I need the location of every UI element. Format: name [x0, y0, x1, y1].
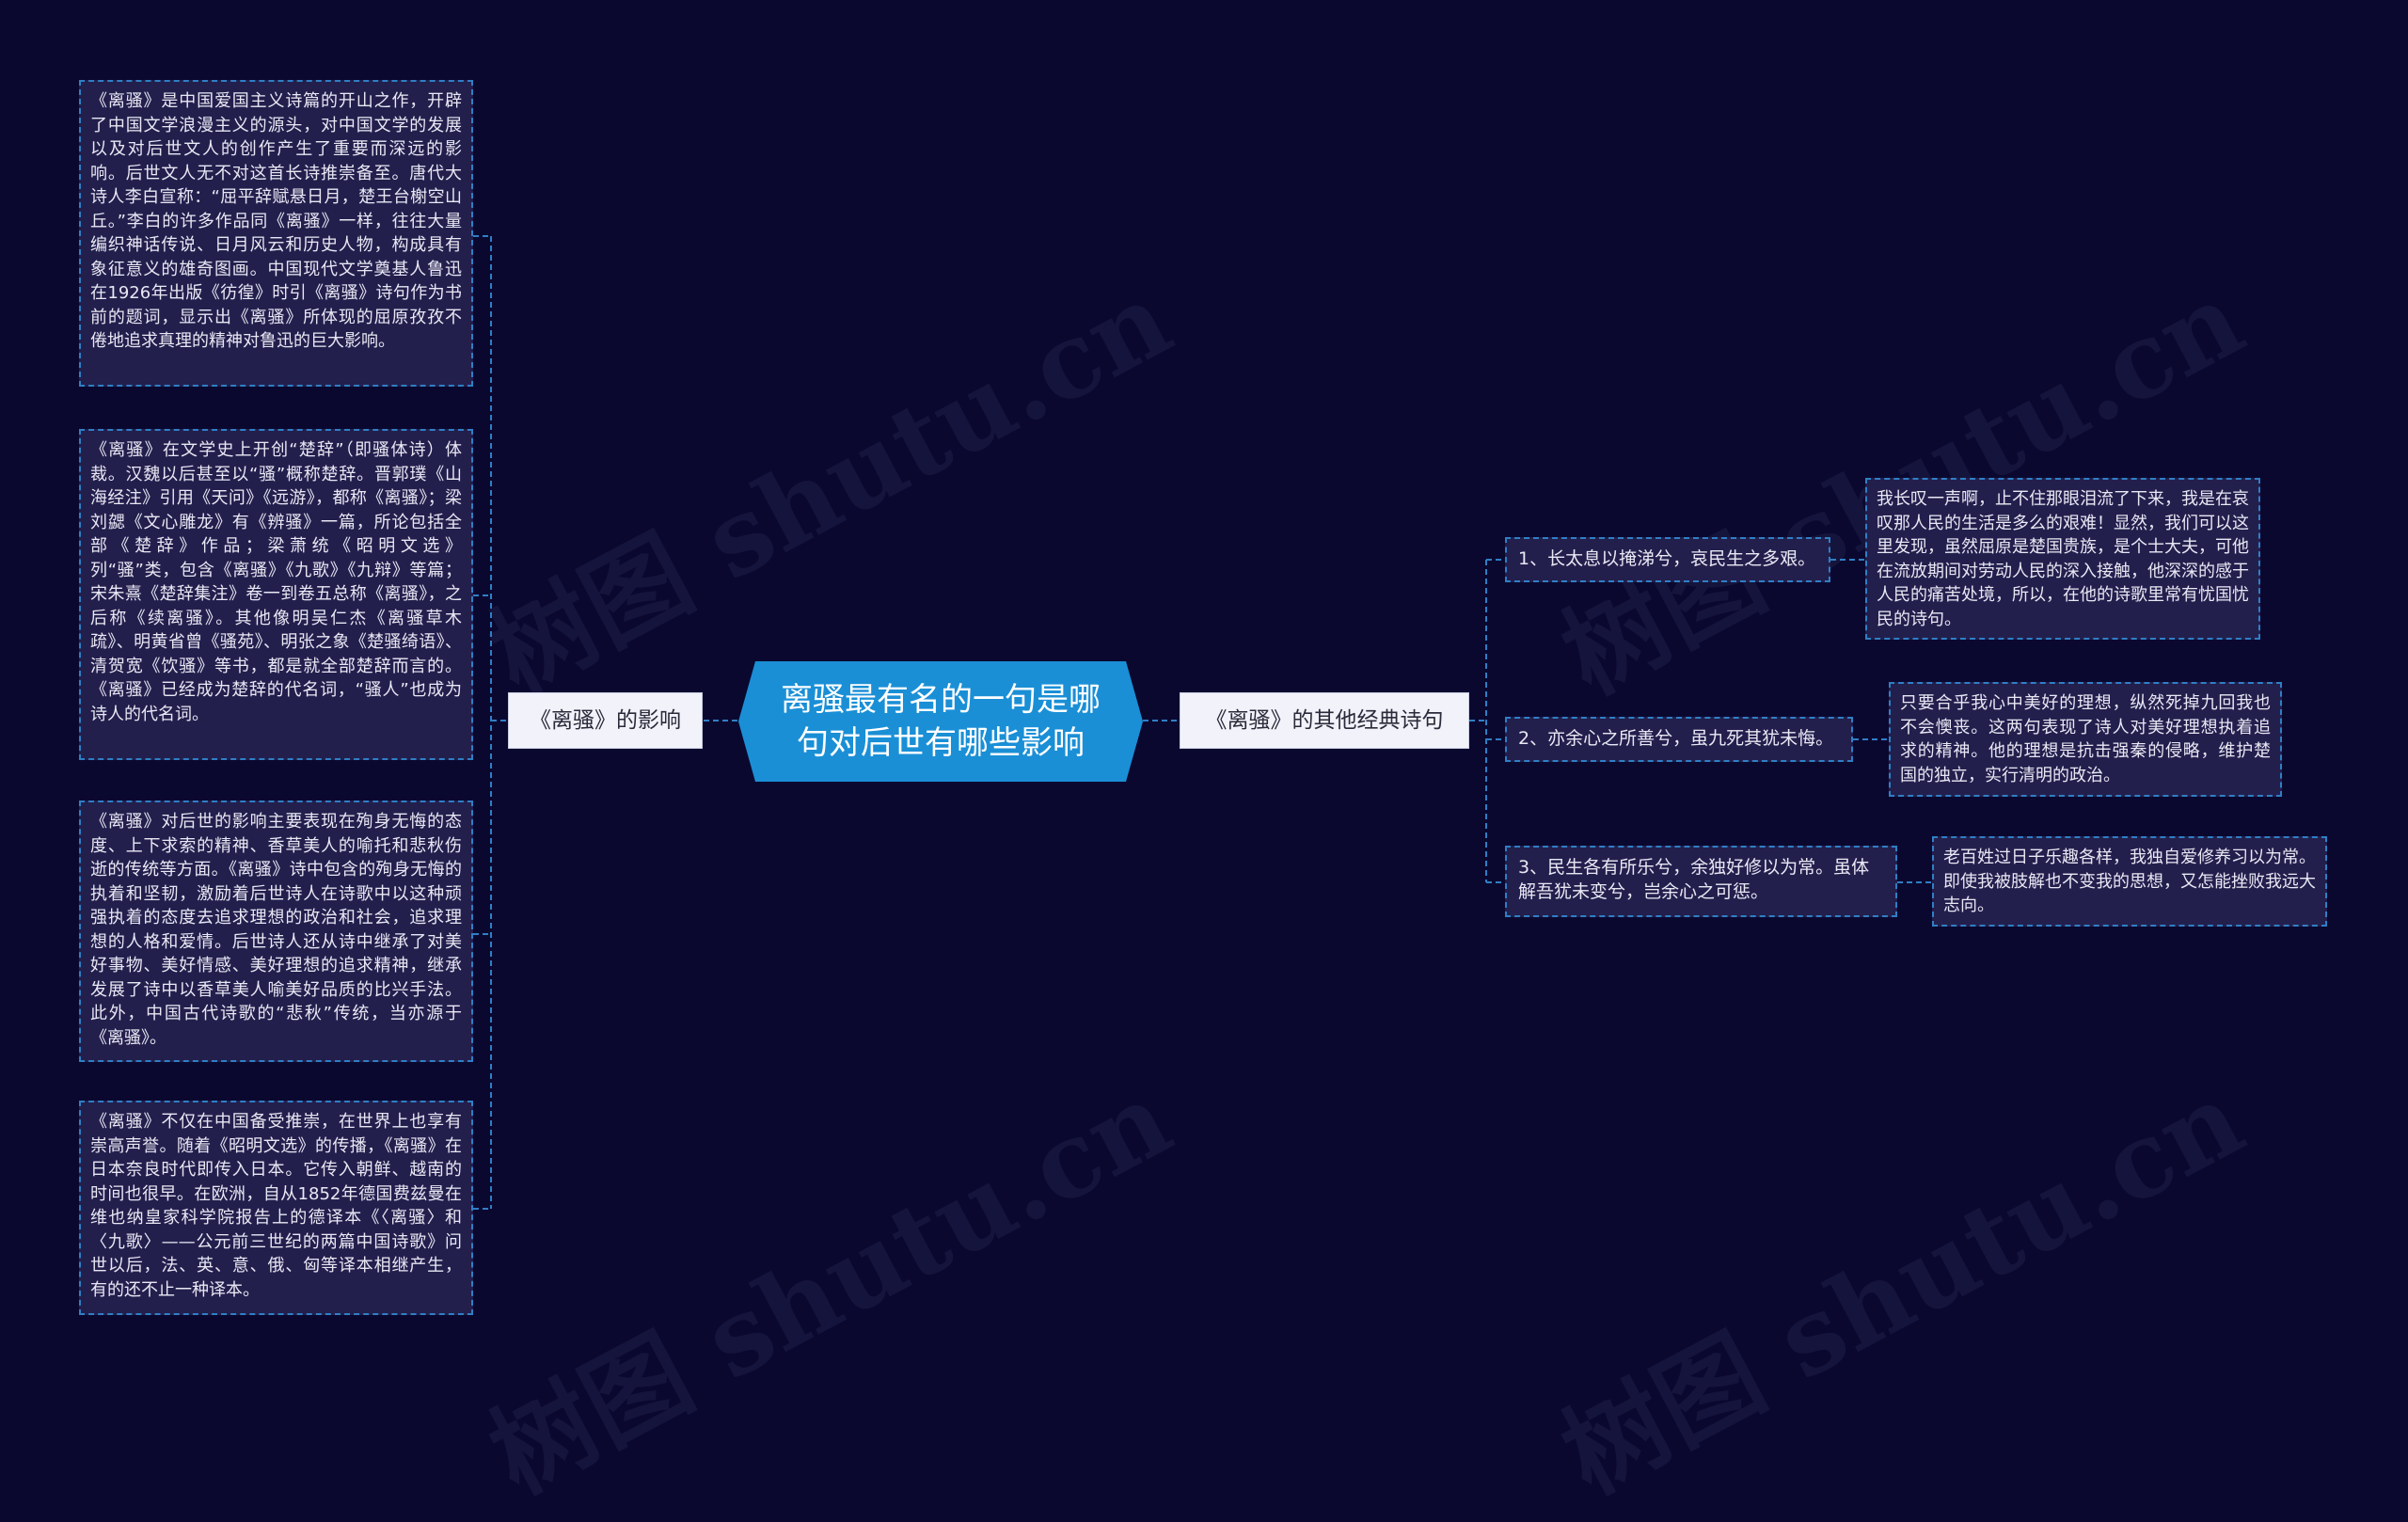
- center-topic-text: 离骚最有名的一句是哪句对后世有哪些影响: [781, 681, 1101, 762]
- connector-lines: [473, 235, 1932, 1210]
- influence-leaf-2[interactable]: 《离骚》在文学史上开创“楚辞”（即骚体诗）体裁。汉魏以后甚至以“骚”概称楚辞。晋…: [79, 429, 473, 760]
- poem-note-text: 只要合乎我心中美好的理想，纵然死掉九回我也不会懊丧。这两句表现了诗人对美好理想执…: [1900, 693, 2271, 785]
- influence-leaf-text: 《离骚》不仅在中国备受推崇，在世界上也享有崇高声誉。随着《昭明文选》的传播，《离…: [90, 1112, 462, 1300]
- influence-leaf-text: 《离骚》是中国爱国主义诗篇的开山之作，开辟了中国文学浪漫主义的源头，对中国文学的…: [90, 91, 462, 351]
- poem-note-text: 我长叹一声啊，止不住那眼泪流了下来，我是在哀叹那人民的生活是多么的艰难！显然，我…: [1877, 489, 2249, 629]
- poem-line-text: 3、民生各有所乐兮，余独好修以为常。虽体解吾犹未变兮，岂余心之可惩。: [1518, 857, 1870, 902]
- poem-line-text: 1、长太息以掩涕兮，哀民生之多艰。: [1518, 548, 1816, 569]
- poem-note-text: 老百姓过日子乐趣各样，我独自爱修养习以为常。即使我被肢解也不变我的思想，又怎能挫…: [1943, 848, 2316, 915]
- poem-note-3[interactable]: 老百姓过日子乐趣各样，我独自爱修养习以为常。即使我被肢解也不变我的思想，又怎能挫…: [1932, 836, 2327, 927]
- influence-leaf-3[interactable]: 《离骚》对后世的影响主要表现在殉身无悔的态度、上下求索的精神、香草美人的喻托和悲…: [79, 801, 473, 1062]
- influence-leaf-4[interactable]: 《离骚》不仅在中国备受推崇，在世界上也享有崇高声誉。随着《昭明文选》的传播，《离…: [79, 1101, 473, 1315]
- influence-leaf-1[interactable]: 《离骚》是中国爱国主义诗篇的开山之作，开辟了中国文学浪漫主义的源头，对中国文学的…: [79, 80, 473, 387]
- influence-leaf-text: 《离骚》在文学史上开创“楚辞”（即骚体诗）体裁。汉魏以后甚至以“骚”概称楚辞。晋…: [90, 440, 462, 724]
- poem-note-2[interactable]: 只要合乎我心中美好的理想，纵然死掉九回我也不会懊丧。这两句表现了诗人对美好理想执…: [1889, 682, 2282, 797]
- branch-influence[interactable]: 《离骚》的影响: [508, 692, 703, 749]
- branch-influence-label: 《离骚》的影响: [530, 708, 681, 733]
- influence-leaf-text: 《离骚》对后世的影响主要表现在殉身无悔的态度、上下求索的精神、香草美人的喻托和悲…: [90, 812, 462, 1048]
- branch-other-lines[interactable]: 《离骚》的其他经典诗句: [1180, 692, 1469, 749]
- poem-line-text: 2、亦余心之所善兮，虽九死其犹未悔。: [1518, 728, 1834, 749]
- center-topic[interactable]: 离骚最有名的一句是哪句对后世有哪些影响: [738, 661, 1143, 782]
- poem-line-1[interactable]: 1、长太息以掩涕兮，哀民生之多艰。: [1505, 537, 1830, 582]
- poem-line-2[interactable]: 2、亦余心之所善兮，虽九死其犹未悔。: [1505, 717, 1853, 762]
- poem-line-3[interactable]: 3、民生各有所乐兮，余独好修以为常。虽体解吾犹未变兮，岂余心之可惩。: [1505, 846, 1897, 917]
- branch-other-lines-label: 《离骚》的其他经典诗句: [1205, 708, 1444, 733]
- poem-note-1[interactable]: 我长叹一声啊，止不住那眼泪流了下来，我是在哀叹那人民的生活是多么的艰难！显然，我…: [1865, 478, 2260, 640]
